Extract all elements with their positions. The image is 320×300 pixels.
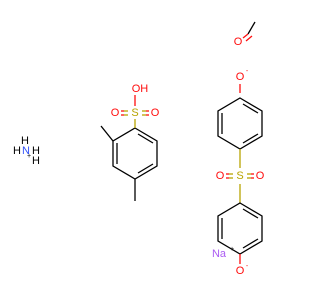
phenolate-oxygen-bottom: O bbox=[236, 265, 245, 277]
xylene-ring bbox=[112, 127, 158, 180]
ammonium-hydrogen-bottom: H bbox=[32, 155, 40, 167]
phenolate-oxygen-top: O bbox=[236, 71, 245, 83]
phenolate-charge-top: - bbox=[246, 68, 249, 75]
formaldehyde-co-bond-b bbox=[245, 35, 253, 42]
top-ring-double-1 bbox=[242, 103, 259, 114]
xylene-hydroxyl: OH bbox=[132, 83, 149, 95]
methyl-2-bond bbox=[100, 125, 114, 142]
chemical-structure-figure: O S OH O O H H N H + H bbox=[13, 21, 265, 277]
bottom-ring-double-2 bbox=[242, 238, 259, 249]
phenolate-charge-bottom: - bbox=[246, 263, 249, 270]
formaldehyde-co-bond-a bbox=[242, 33, 249, 39]
formaldehyde-oxygen: O bbox=[234, 36, 243, 48]
xylene-ring-double-1 bbox=[137, 133, 154, 144]
formaldehyde-ch-bond bbox=[247, 21, 256, 35]
sulfonyldiphenolate: O - S O O O - bbox=[216, 68, 265, 277]
xylene-sulfur: S bbox=[131, 107, 138, 119]
sodium-ion: Na + bbox=[212, 246, 234, 260]
sulfonyl-oxygen-left: O bbox=[216, 170, 225, 182]
bottom-ring-double-1 bbox=[242, 208, 259, 219]
top-ring-double-2 bbox=[242, 133, 259, 144]
phenolate-ring-bottom bbox=[217, 202, 263, 255]
structure-canvas: O S OH O O H H N H + H bbox=[13, 21, 265, 277]
ammonium-hydrogen-top: H bbox=[21, 135, 29, 147]
xylene-ring-double-2 bbox=[137, 163, 154, 174]
ammonium: H H N H + H bbox=[13, 135, 40, 167]
phenolate-ring-top bbox=[217, 97, 263, 150]
ammonium-charge: + bbox=[27, 153, 31, 160]
xylene-oxygen-left: O bbox=[111, 107, 120, 119]
xylenesulfonic-acid: S OH O O bbox=[100, 83, 160, 201]
sodium-label: Na bbox=[212, 248, 227, 260]
sulfonyl-oxygen-right: O bbox=[256, 170, 265, 182]
ammonium-hydrogen-right: H bbox=[32, 145, 40, 157]
ammonium-hydrogen-left: H bbox=[13, 145, 21, 157]
sulfonyl-sulfur: S bbox=[236, 170, 243, 182]
formaldehyde: O bbox=[234, 21, 256, 48]
xylene-oxygen-right: O bbox=[151, 107, 160, 119]
ammonium-nitrogen: N bbox=[22, 145, 30, 157]
sodium-charge: + bbox=[230, 246, 234, 253]
